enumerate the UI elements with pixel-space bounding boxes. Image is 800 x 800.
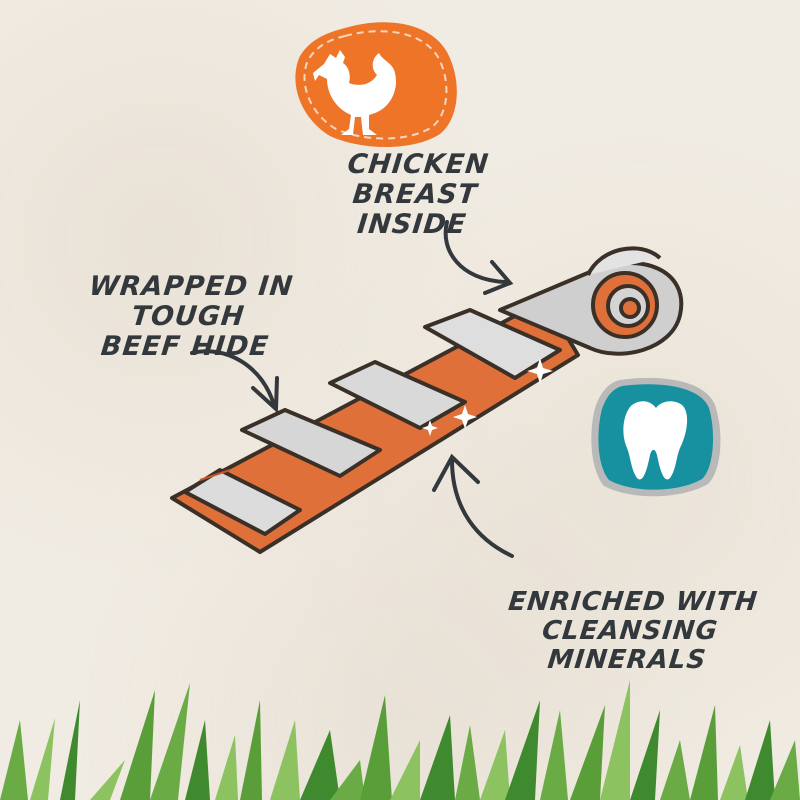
chew-stick <box>170 246 684 554</box>
grass <box>0 680 800 800</box>
minerals-label-line2: minerals <box>546 645 708 676</box>
beef-hide-label-line1: Wrapped in tough <box>87 271 295 333</box>
arrow-beef <box>190 349 279 414</box>
arrow-chicken <box>443 220 514 295</box>
rooster-icon <box>313 50 397 135</box>
chicken-breast-label: Chicken Breast Inside <box>285 149 545 241</box>
beef-hide-label-line2: beef hide <box>99 331 271 363</box>
minerals-label: Enriched with cleansing minerals <box>455 587 800 676</box>
chicken-breast-label-line2: Inside <box>355 209 469 241</box>
arrow-minerals <box>432 453 514 558</box>
sparkles <box>422 358 553 436</box>
chicken-badge <box>295 22 457 147</box>
chicken-breast-label-line1: Chicken Breast <box>345 149 491 211</box>
minerals-label-line1: Enriched with cleansing <box>506 587 760 647</box>
tooth-icon <box>623 401 688 480</box>
beef-hide-label: Wrapped in tough beef hide <box>33 271 343 363</box>
dental-badge <box>591 377 721 497</box>
